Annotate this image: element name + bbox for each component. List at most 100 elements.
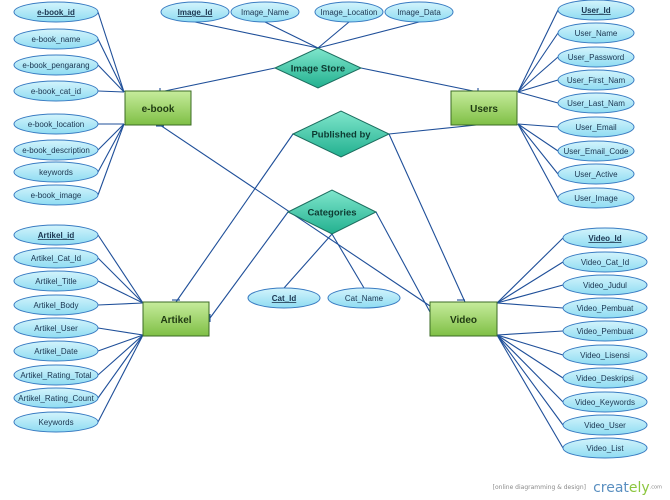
attribute-users[interactable]: User_Email bbox=[557, 116, 635, 138]
relationship-categories[interactable]: Categories bbox=[286, 189, 378, 235]
brand-domain: .com bbox=[649, 484, 662, 491]
relationship-published-by[interactable]: Published by bbox=[291, 110, 391, 158]
attribute-label: Video_Pembuat bbox=[577, 327, 635, 336]
attribute-artikel[interactable]: Keywords bbox=[13, 411, 99, 433]
attribute-connector bbox=[97, 38, 125, 93]
attribute-connector bbox=[496, 334, 564, 426]
key-attribute-users[interactable]: User_Id bbox=[557, 0, 635, 21]
attribute-categories[interactable]: Cat_Name bbox=[327, 287, 401, 309]
attribute-label: User_Last_Nam bbox=[567, 99, 625, 108]
attribute-video[interactable]: Video_Keywords bbox=[562, 391, 648, 413]
attribute-label: Cat_Name bbox=[345, 294, 384, 303]
attribute-connector bbox=[517, 9, 559, 93]
attribute-artikel[interactable]: Artikel_User bbox=[13, 317, 99, 339]
attribute-label: e-book_id bbox=[37, 8, 75, 17]
attribute-users[interactable]: User_Last_Nam bbox=[557, 92, 635, 114]
watermark-tagline: [online diagramming & design] bbox=[492, 484, 586, 491]
attribute-users[interactable]: User_First_Nam bbox=[557, 69, 635, 91]
attribute-ebook[interactable]: e-book_name bbox=[13, 28, 99, 50]
attribute-video[interactable]: Video_User bbox=[562, 414, 648, 436]
attribute-label: Image_Id bbox=[178, 8, 213, 17]
attribute-ebook[interactable]: e-book_cat_id bbox=[13, 80, 99, 102]
attribute-label: Artikel_Rating_Count bbox=[18, 394, 94, 403]
attribute-artikel[interactable]: Artikel_Body bbox=[13, 294, 99, 316]
attribute-ebook[interactable]: e-book_pengarang bbox=[13, 54, 99, 76]
categories-to-artikel bbox=[209, 211, 289, 319]
attribute-connector bbox=[517, 56, 559, 93]
attribute-ebook[interactable]: e-book_location bbox=[13, 113, 99, 135]
attribute-connector bbox=[97, 123, 125, 173]
attribute-artikel[interactable]: Artikel_Rating_Count bbox=[13, 387, 99, 409]
attribute-label: User_Email_Code bbox=[564, 147, 629, 156]
published-by-to-artikel bbox=[175, 133, 294, 303]
attribute-users[interactable]: User_Image bbox=[557, 187, 635, 209]
key-attribute-video[interactable]: Video_Id bbox=[562, 227, 648, 249]
attribute-video[interactable]: Video_Deskripsi bbox=[562, 367, 648, 389]
attribute-video[interactable]: Video_Pembuat bbox=[562, 320, 648, 342]
attribute-users[interactable]: User_Password bbox=[557, 46, 635, 68]
attribute-artikel[interactable]: Artikel_Title bbox=[13, 270, 99, 292]
attribute-users[interactable]: User_Email_Code bbox=[557, 140, 635, 162]
attribute-label: Video_Deskripsi bbox=[576, 374, 634, 383]
attribute-video[interactable]: Video_Judul bbox=[562, 274, 648, 296]
attribute-video[interactable]: Video_Lisensi bbox=[562, 344, 648, 366]
entity-users[interactable]: Users bbox=[450, 90, 518, 126]
attribute-label: User_Id bbox=[581, 6, 610, 15]
brand-main: creat bbox=[593, 479, 629, 496]
attribute-label: Keywords bbox=[38, 418, 73, 427]
attribute-connector bbox=[283, 233, 333, 289]
attribute-connector bbox=[517, 123, 559, 175]
attribute-ebook[interactable]: e-book_image bbox=[13, 184, 99, 206]
entity-artikel[interactable]: Artikel bbox=[142, 301, 210, 337]
attribute-ebook[interactable]: keywords bbox=[13, 161, 99, 183]
attribute-label: e-book_pengarang bbox=[22, 61, 89, 70]
attribute-label: User_First_Nam bbox=[567, 76, 626, 85]
attribute-connector bbox=[331, 233, 365, 289]
attribute-connector bbox=[496, 334, 564, 403]
published-by-to-users bbox=[388, 123, 487, 135]
attribute-label: Artikel_Date bbox=[34, 347, 78, 356]
attribute-label: Artikel_Title bbox=[35, 277, 77, 286]
attribute-label: keywords bbox=[39, 168, 73, 177]
attribute-label: Video_List bbox=[586, 444, 624, 453]
attribute-image[interactable]: Image_Location bbox=[314, 1, 384, 23]
attribute-connector bbox=[317, 21, 420, 49]
attribute-artikel[interactable]: Artikel_Cat_Id bbox=[13, 247, 99, 269]
attribute-connector bbox=[97, 64, 125, 93]
attribute-connector bbox=[97, 123, 125, 151]
key-attribute-categories[interactable]: Cat_Id bbox=[247, 287, 321, 309]
attribute-ebook[interactable]: e-book_description bbox=[13, 139, 99, 161]
attribute-connector bbox=[517, 123, 559, 152]
attribute-users[interactable]: User_Active bbox=[557, 163, 635, 185]
entity-label: Users bbox=[470, 104, 498, 115]
entity-label: e-book bbox=[142, 104, 175, 115]
attribute-connector bbox=[97, 334, 144, 399]
key-attribute-artikel[interactable]: Artikel_id bbox=[13, 224, 99, 246]
attribute-connector bbox=[194, 21, 319, 49]
attribute-connector bbox=[496, 330, 564, 336]
attribute-label: Video_Judul bbox=[583, 281, 627, 290]
attribute-connector bbox=[97, 90, 125, 93]
entity-video[interactable]: Video bbox=[429, 301, 498, 337]
relationship-image-store[interactable]: Image Store bbox=[273, 47, 363, 89]
attribute-image[interactable]: Image_Data bbox=[384, 1, 454, 23]
attribute-connector bbox=[496, 334, 564, 356]
key-attribute-image[interactable]: Image_Id bbox=[160, 1, 230, 23]
entity-ebook[interactable]: e-book bbox=[124, 90, 192, 126]
attribute-users[interactable]: User_Name bbox=[557, 22, 635, 44]
key-attribute-ebook[interactable]: e-book_id bbox=[13, 1, 99, 23]
attribute-label: User_Password bbox=[568, 53, 624, 62]
attribute-connector bbox=[496, 334, 564, 379]
attribute-artikel[interactable]: Artikel_Date bbox=[13, 340, 99, 362]
attribute-connector bbox=[97, 280, 144, 304]
attribute-video[interactable]: Video_Cat_Id bbox=[562, 251, 648, 273]
attribute-label: e-book_image bbox=[31, 191, 82, 200]
attribute-video[interactable]: Video_Pembuat bbox=[562, 297, 648, 319]
published-by-to-video bbox=[388, 133, 466, 303]
attribute-connector bbox=[517, 91, 559, 104]
attribute-label: Artikel_id bbox=[38, 231, 75, 240]
attribute-label: Artikel_Body bbox=[34, 301, 79, 310]
attribute-video[interactable]: Video_List bbox=[562, 437, 648, 459]
attribute-image[interactable]: Image_Name bbox=[230, 1, 300, 23]
attribute-artikel[interactable]: Artikel_Rating_Total bbox=[13, 364, 99, 386]
